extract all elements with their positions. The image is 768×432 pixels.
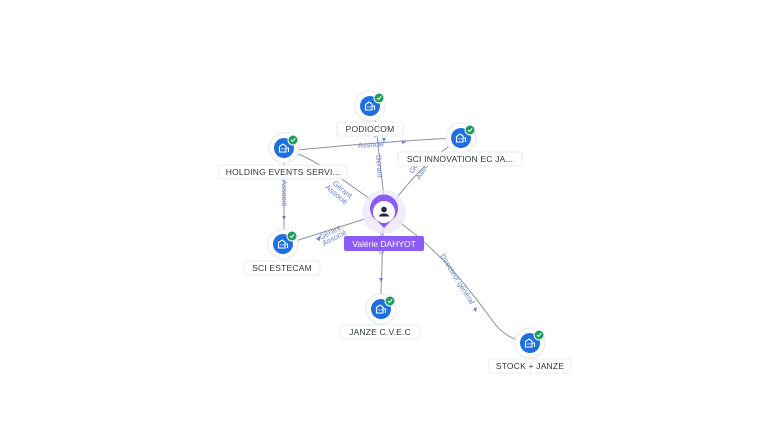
node-label-podiocom[interactable]: PODIOCOM — [336, 121, 404, 137]
svg-text:PODIOCOM: PODIOCOM — [346, 124, 395, 134]
svg-text:SCI INNOVATION EC JA...: SCI INNOVATION EC JA... — [407, 154, 513, 164]
edge-holding-sci-innov — [296, 137, 459, 151]
svg-text:SCI ESTECAM: SCI ESTECAM — [252, 263, 312, 273]
company-node-stock[interactable] — [514, 327, 546, 359]
node-label-sci-innov[interactable]: SCI INNOVATION EC JA... — [397, 151, 523, 167]
person-icon — [379, 206, 389, 217]
edge-arrow — [316, 236, 320, 241]
edge-arrow — [379, 278, 383, 282]
edge-label-holding-estecam-associe: Associé — [280, 180, 289, 206]
company-node-janze[interactable] — [365, 293, 397, 325]
edge-center-stock — [395, 219, 529, 344]
edge-arrow — [282, 216, 286, 220]
node-label-janze[interactable]: JANZE C.V.E.C — [339, 324, 421, 340]
verified-check-icon — [384, 295, 396, 307]
edge-arrow — [402, 140, 406, 144]
node-label-holding[interactable]: HOLDING EVENTS SERVI... — [218, 164, 348, 180]
edge-label-holding-innov-associe: Associé — [358, 139, 385, 150]
edge-arrow — [382, 138, 386, 142]
verified-check-icon — [464, 124, 476, 136]
edge-center-podiocom — [374, 111, 385, 199]
verified-check-icon — [533, 329, 545, 341]
verified-check-icon — [286, 230, 298, 242]
edge-label-podiocom-gerant: Gérant — [374, 155, 385, 179]
verified-check-icon — [373, 92, 385, 104]
center-person-node[interactable] — [362, 190, 406, 234]
center-person-label[interactable]: Valérie DAHYOT — [344, 236, 424, 251]
edge-label-stock-dg: Directeur général — [438, 252, 476, 306]
company-node-holding[interactable] — [268, 132, 300, 164]
edge-arrow — [473, 307, 477, 312]
svg-text:JANZE C.V.E.C: JANZE C.V.E.C — [349, 327, 411, 337]
svg-text:STOCK + JANZE: STOCK + JANZE — [496, 361, 564, 371]
verified-check-icon — [287, 134, 299, 146]
svg-text:HOLDING EVENTS SERVI...: HOLDING EVENTS SERVI... — [226, 167, 341, 177]
node-label-stock[interactable]: STOCK + JANZE — [488, 358, 572, 374]
company-node-sci-estecam[interactable] — [267, 228, 299, 260]
company-node-sci-innov[interactable] — [445, 122, 477, 154]
company-node-podiocom[interactable] — [354, 90, 386, 122]
edges-layer — [282, 111, 529, 344]
node-label-sci-estecam[interactable]: SCI ESTECAM — [243, 260, 321, 276]
svg-text:Valérie DAHYOT: Valérie DAHYOT — [352, 239, 416, 249]
